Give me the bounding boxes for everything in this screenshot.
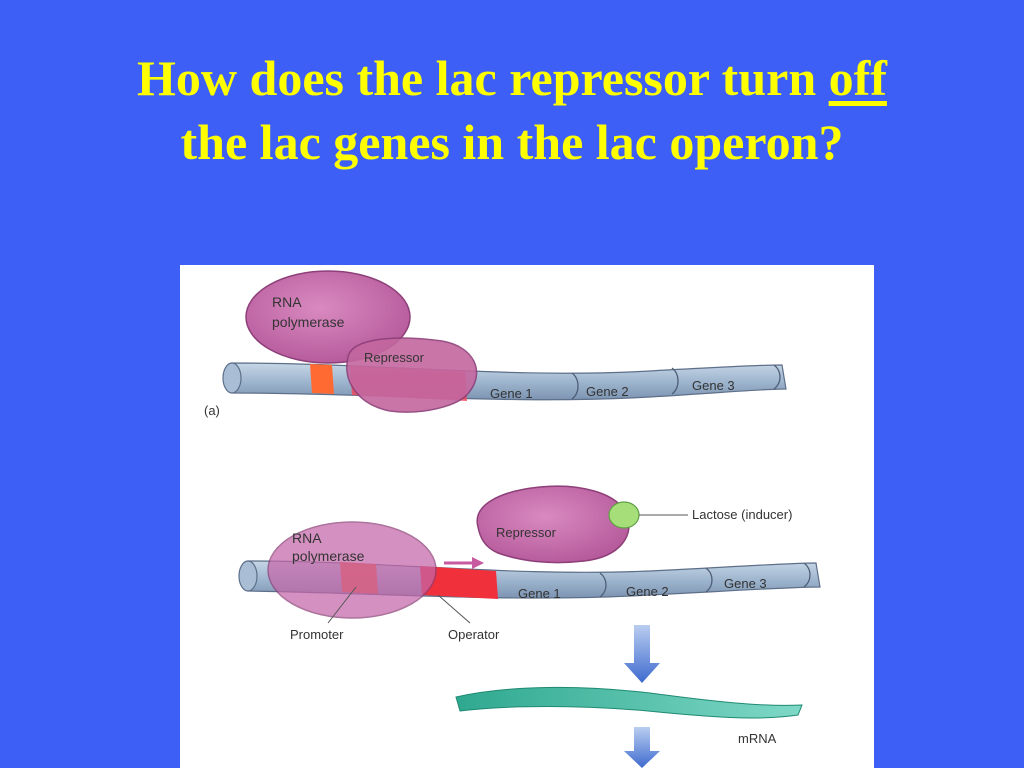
title-line-1: How does the lac repressor turn off: [0, 46, 1024, 110]
panel-a-gene-3-label: Gene 3: [692, 378, 735, 393]
panel-a-gene-divider-1: [571, 372, 579, 400]
panel-a: RNA polymerase Repressor Gene 1 Gene 2 G…: [204, 270, 787, 418]
panel-b-inducer-label: Lactose (inducer): [692, 507, 792, 522]
panel-a-rna-polymerase: [245, 270, 411, 364]
panel-b-gene-1-label: Gene 1: [518, 586, 561, 601]
diagram-svg: RNA polymerase Repressor Gene 1 Gene 2 G…: [204, 270, 821, 768]
panel-a-rna-polymerase-label-1: RNA: [272, 294, 302, 310]
panel-a-gene-divider-3: [773, 364, 781, 390]
panel-b-promoter-leader: [327, 586, 357, 624]
panel-b-operator-band: [420, 566, 498, 599]
panel-a-dna-end: [222, 362, 242, 394]
panel-b-lactose-inducer: [608, 501, 640, 529]
panel-b-down-arrow-1: [624, 625, 660, 683]
panel-b-gene-2-label: Gene 2: [626, 584, 669, 599]
panel-b-operator-leader: [437, 594, 471, 624]
lac-operon-diagram: RNA polymerase Repressor Gene 1 Gene 2 G…: [180, 265, 874, 768]
panel-a-gene-1-label: Gene 1: [490, 386, 533, 401]
panel-b-mrna: [455, 686, 803, 719]
panel-a-repressor-label: Repressor: [364, 350, 425, 365]
panel-a-gene-divider-2: [671, 367, 679, 395]
panel-b-gene-divider-3: [803, 562, 811, 588]
panel-b-repressor: [476, 485, 630, 564]
panel-b-gene-3-label: Gene 3: [724, 576, 767, 591]
panel-b-gene-divider-1: [599, 572, 607, 598]
slide-title: How does the lac repressor turn off the …: [0, 46, 1024, 174]
panel-b-promoter-label: Promoter: [290, 627, 344, 642]
title-emphasis-off: off: [828, 50, 887, 106]
panel-b-transcription-arrow-head: [472, 557, 484, 569]
panel-b-rna-polymerase-label-1: RNA: [292, 530, 322, 546]
panel-a-gene-2-label: Gene 2: [586, 384, 629, 399]
panel-a-label: (a): [204, 403, 220, 418]
title-line-1-prefix: How does the lac repressor turn: [137, 50, 829, 106]
panel-b-dna-end: [238, 560, 258, 592]
panel-a-repressor: [346, 337, 478, 413]
title-line-2: the lac genes in the lac operon?: [180, 114, 844, 170]
panel-b-repressor-label: Repressor: [496, 525, 557, 540]
panel-b-rna-polymerase-label-2: polymerase: [292, 548, 365, 564]
panel-b-operator-label: Operator: [448, 627, 500, 642]
panel-b-gene-divider-2: [705, 567, 713, 593]
panel-a-rna-polymerase-label-2: polymerase: [272, 314, 345, 330]
panel-b-down-arrow-2: [624, 727, 660, 768]
panel-b-rna-polymerase: [267, 521, 437, 619]
panel-b: RNA polymerase Repressor Lactose (induce…: [238, 485, 821, 768]
panel-b-mrna-label: mRNA: [738, 731, 777, 746]
panel-a-promoter-band: [310, 364, 334, 394]
